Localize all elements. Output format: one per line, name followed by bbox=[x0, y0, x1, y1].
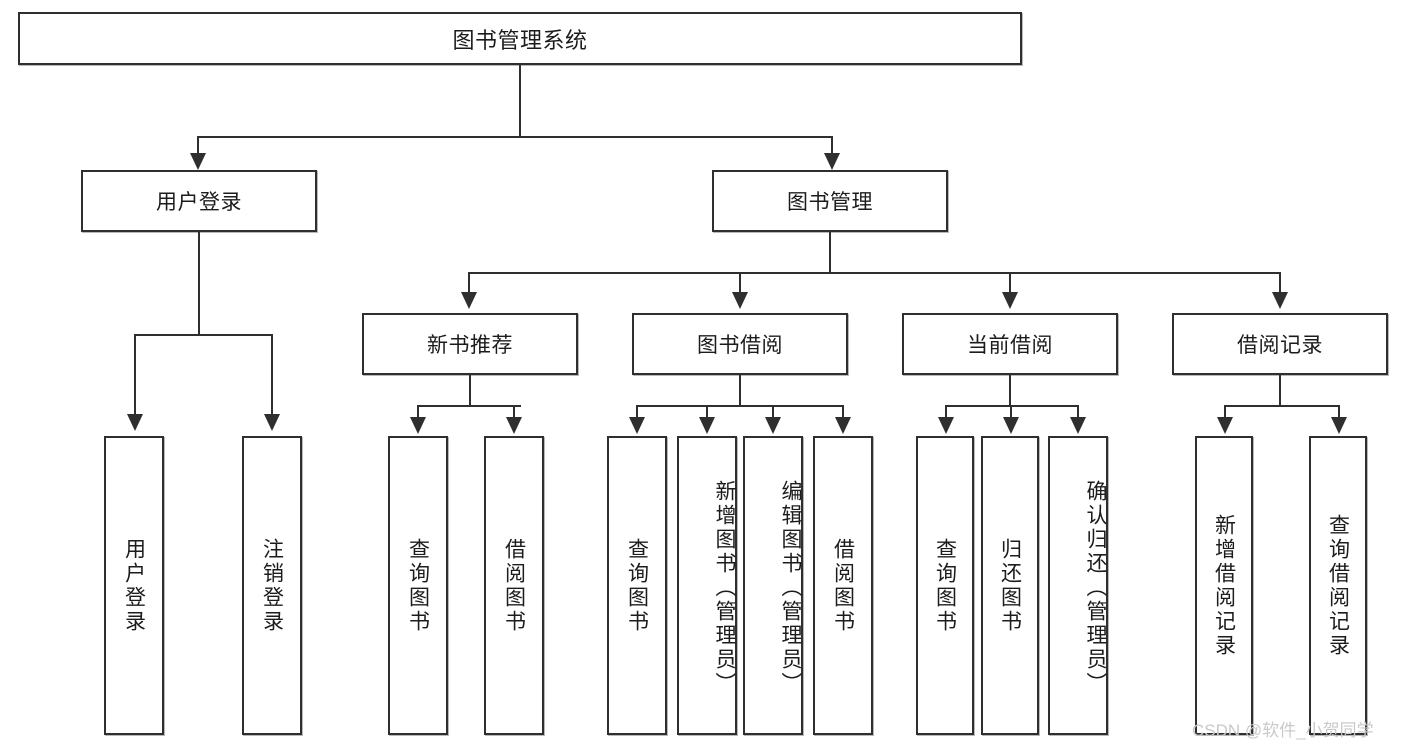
node-leaf-borrow-book-recommend[interactable]: 借阅图书 bbox=[484, 436, 544, 735]
arrowhead-user-login-leaf-1 bbox=[127, 414, 143, 431]
node-leaf-query-book-recommend[interactable]: 查询图书 bbox=[388, 436, 448, 735]
node-label: 用户登录 bbox=[156, 191, 242, 214]
connector-user-login-leaf-2 bbox=[271, 334, 273, 416]
arrowhead-borrow-record-leaf-2 bbox=[1331, 417, 1347, 434]
node-leaf-borrow-book[interactable]: 借阅图书 bbox=[813, 436, 873, 735]
arrowhead-book-borrow-leaf-4 bbox=[835, 417, 851, 434]
connector-book-borrow-bus bbox=[636, 405, 844, 407]
connector-root-stem bbox=[519, 65, 521, 138]
node-label: 查询图书 bbox=[406, 537, 430, 634]
connector-current-borrow-bus bbox=[945, 405, 1079, 407]
connector-borrow-record-leaf-2 bbox=[1338, 405, 1340, 419]
node-label: 归还图书 bbox=[998, 537, 1022, 634]
connector-book-mgmt-to-book-borrow bbox=[739, 272, 741, 294]
arrowhead-book-mgmt-to-book-borrow bbox=[732, 292, 748, 309]
connector-borrow-record-bus bbox=[1224, 405, 1339, 407]
node-leaf-query-borrow-record[interactable]: 查询借阅记录 bbox=[1309, 436, 1367, 735]
node-root-system[interactable]: 图书管理系统 bbox=[18, 12, 1022, 65]
connector-root-to-user-login bbox=[197, 136, 199, 156]
connector-book-borrow-leaf-2 bbox=[706, 405, 708, 419]
node-leaf-return-book[interactable]: 归还图书 bbox=[981, 436, 1039, 735]
connector-new-book-stem bbox=[469, 375, 471, 407]
node-borrow-record[interactable]: 借阅记录 bbox=[1172, 313, 1388, 375]
connector-current-borrow-leaf-1 bbox=[945, 405, 947, 419]
arrowhead-book-mgmt-to-current-borrow bbox=[1002, 292, 1018, 309]
arrowhead-book-borrow-leaf-3 bbox=[765, 417, 781, 434]
connector-book-mgmt-to-current-borrow bbox=[1009, 272, 1011, 294]
connector-new-book-leaf-2 bbox=[513, 405, 515, 419]
connector-borrow-record-leaf-1 bbox=[1224, 405, 1226, 419]
node-leaf-edit-book-admin[interactable]: 编辑图书（管理员） bbox=[743, 436, 803, 735]
connector-book-mgmt-to-borrow-record bbox=[1279, 272, 1281, 294]
node-label: 图书管理 bbox=[787, 191, 873, 214]
connector-book-mgmt-to-new-book bbox=[468, 272, 470, 294]
node-label: 确认归还（管理员） bbox=[1084, 479, 1107, 696]
connector-book-borrow-leaf-3 bbox=[772, 405, 774, 419]
node-label: 借阅记录 bbox=[1237, 334, 1323, 357]
arrowhead-current-borrow-leaf-1 bbox=[938, 417, 954, 434]
node-leaf-add-borrow-record[interactable]: 新增借阅记录 bbox=[1195, 436, 1253, 735]
connector-current-borrow-stem bbox=[1009, 375, 1011, 407]
connector-borrow-record-stem bbox=[1279, 375, 1281, 407]
arrowhead-book-mgmt-to-borrow-record bbox=[1272, 292, 1288, 309]
arrowhead-new-book-leaf-1 bbox=[410, 417, 426, 434]
node-label: 图书管理系统 bbox=[452, 27, 588, 53]
node-label: 查询借阅记录 bbox=[1326, 513, 1350, 658]
connector-root-bus bbox=[197, 136, 833, 138]
node-current-borrow[interactable]: 当前借阅 bbox=[902, 313, 1118, 375]
node-label: 新增借阅记录 bbox=[1212, 513, 1236, 658]
node-leaf-add-book-admin[interactable]: 新增图书（管理员） bbox=[677, 436, 737, 735]
arrowhead-book-borrow-leaf-2 bbox=[699, 417, 715, 434]
node-new-book-recommend[interactable]: 新书推荐 bbox=[362, 313, 578, 375]
node-label: 用户登录 bbox=[122, 537, 146, 634]
node-book-borrow[interactable]: 图书借阅 bbox=[632, 313, 848, 375]
node-label: 新书推荐 bbox=[427, 334, 513, 357]
arrowhead-borrow-record-leaf-1 bbox=[1217, 417, 1233, 434]
connector-book-mgmt-bus bbox=[468, 272, 1280, 274]
connector-book-borrow-stem bbox=[739, 375, 741, 407]
arrowhead-current-borrow-leaf-2 bbox=[1003, 417, 1019, 434]
arrowhead-book-borrow-leaf-1 bbox=[629, 417, 645, 434]
connector-new-book-leaf-1 bbox=[417, 405, 419, 419]
node-label: 编辑图书（管理员） bbox=[779, 479, 802, 696]
node-user-login[interactable]: 用户登录 bbox=[81, 170, 317, 232]
arrowhead-root-to-user-login bbox=[190, 153, 206, 170]
arrowhead-root-to-book-mgmt bbox=[824, 153, 840, 170]
arrowhead-current-borrow-leaf-3 bbox=[1070, 417, 1086, 434]
node-label: 图书借阅 bbox=[697, 334, 783, 357]
node-leaf-confirm-return-admin[interactable]: 确认归还（管理员） bbox=[1048, 436, 1108, 735]
connector-new-book-bus bbox=[417, 405, 521, 407]
connector-user-login-bus bbox=[134, 334, 272, 336]
node-leaf-query-book-borrow[interactable]: 查询图书 bbox=[607, 436, 667, 735]
node-label: 注销登录 bbox=[260, 537, 284, 634]
connector-user-login-leaf-1 bbox=[134, 334, 136, 416]
connector-user-login-stem bbox=[198, 232, 200, 336]
arrowhead-user-login-leaf-2 bbox=[264, 414, 280, 431]
connector-current-borrow-leaf-2 bbox=[1010, 405, 1012, 419]
arrowhead-book-mgmt-to-new-book bbox=[461, 292, 477, 309]
connector-current-borrow-leaf-3 bbox=[1077, 405, 1079, 419]
node-label: 借阅图书 bbox=[502, 537, 526, 634]
connector-book-mgmt-stem bbox=[829, 232, 831, 274]
connector-root-to-book-mgmt bbox=[831, 136, 833, 156]
node-leaf-logout[interactable]: 注销登录 bbox=[242, 436, 302, 735]
connector-book-borrow-leaf-4 bbox=[842, 405, 844, 419]
node-leaf-user-login[interactable]: 用户登录 bbox=[104, 436, 164, 735]
node-label: 当前借阅 bbox=[967, 334, 1053, 357]
node-label: 借阅图书 bbox=[831, 537, 855, 634]
node-label: 新增图书（管理员） bbox=[713, 479, 736, 696]
node-book-management[interactable]: 图书管理 bbox=[712, 170, 948, 232]
arrowhead-new-book-leaf-2 bbox=[506, 417, 522, 434]
node-label: 查询图书 bbox=[625, 537, 649, 634]
connector-book-borrow-leaf-1 bbox=[636, 405, 638, 419]
node-label: 查询图书 bbox=[933, 537, 957, 634]
node-leaf-query-book-current[interactable]: 查询图书 bbox=[916, 436, 974, 735]
